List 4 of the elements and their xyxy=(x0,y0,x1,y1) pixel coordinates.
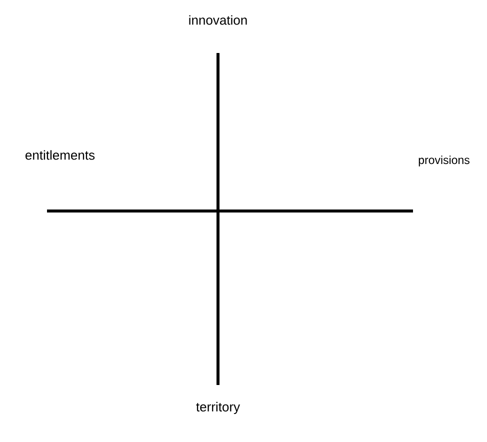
axis-label: territory xyxy=(196,402,240,414)
axis-label: provisions xyxy=(418,156,470,166)
axis-label: innovation xyxy=(189,15,247,25)
axis-label: entitlements xyxy=(26,150,95,160)
